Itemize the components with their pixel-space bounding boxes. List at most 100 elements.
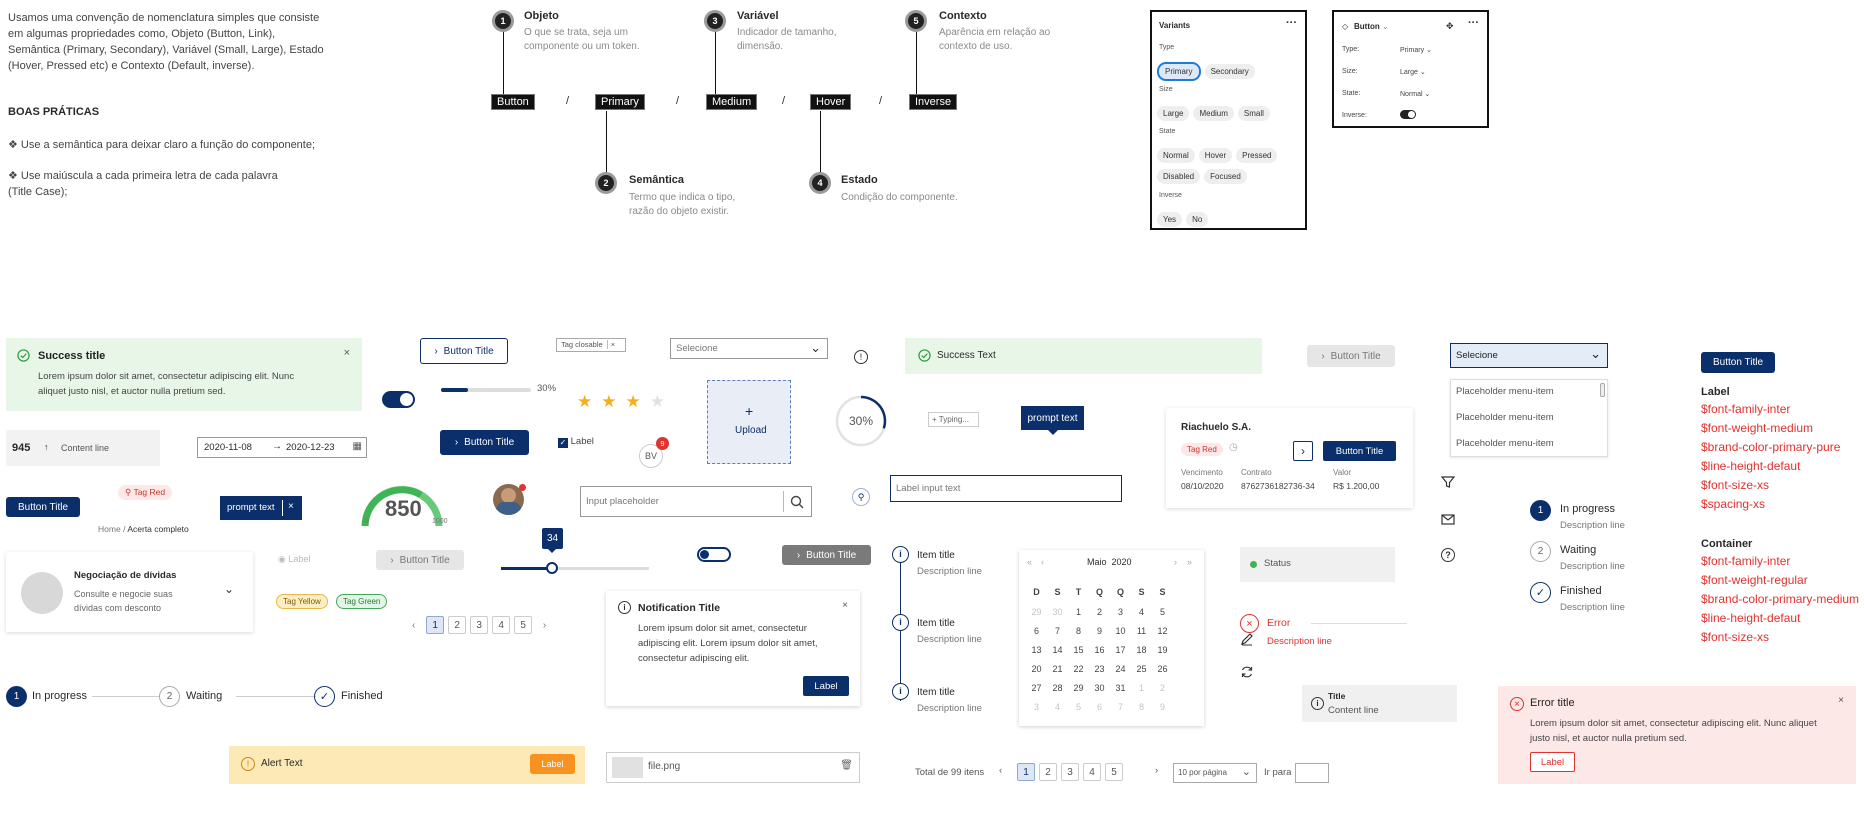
page-button[interactable]: 5 [1105,763,1123,781]
dropdown-select[interactable]: Selecione ⌄ [1450,343,1608,368]
calendar-day[interactable]: 24 [1115,664,1126,674]
calendar-day[interactable]: 4 [1054,702,1060,712]
option-normal[interactable]: Normal [1157,148,1195,163]
calendar-day[interactable]: 20 [1031,664,1042,674]
calendar-day[interactable]: 28 [1052,683,1063,693]
option-medium[interactable]: Medium [1193,106,1234,121]
star-icon[interactable]: ★ [649,392,674,411]
calendar-day[interactable]: 4 [1138,607,1144,617]
calendar-day[interactable]: 12 [1157,626,1168,636]
mail-icon[interactable] [1441,512,1455,526]
primary-button[interactable]: Button Title [1701,352,1775,373]
error-alert-action[interactable]: Label [1530,752,1575,772]
calendar-day[interactable]: 16 [1094,645,1105,655]
calendar-day[interactable]: 6 [1096,702,1102,712]
calendar-day[interactable]: 27 [1031,683,1042,693]
page-button[interactable]: 5 [514,616,533,634]
refresh-icon[interactable] [1240,665,1254,679]
option-small[interactable]: Small [1237,106,1270,121]
page-button[interactable]: 1 [426,616,445,634]
calendar-day[interactable]: 26 [1157,664,1168,674]
option-focused[interactable]: Focused [1204,169,1247,184]
chevron-left-icon[interactable]: ‹ [999,765,1003,776]
close-icon[interactable]: × [842,600,848,611]
page-button[interactable]: 3 [470,616,489,634]
calendar-day[interactable]: 8 [1075,626,1081,636]
chevron-down-icon[interactable]: ⌄ [1382,22,1389,31]
chevron-right-icon[interactable]: › [1174,557,1177,567]
calendar-day[interactable]: 15 [1073,645,1084,655]
calendar-day[interactable]: 9 [1096,626,1102,636]
option-no[interactable]: No [1186,212,1209,227]
calendar-day[interactable]: 25 [1136,664,1147,674]
chevron-down-icon[interactable]: ⌄ [224,582,235,596]
primary-button[interactable]: Button Title [6,497,80,517]
option-yes[interactable]: Yes [1157,212,1183,227]
avatar-photo[interactable] [493,484,524,515]
goto-input[interactable] [1295,763,1329,783]
page-button[interactable]: 2 [1039,763,1057,781]
calendar-day[interactable]: 10 [1115,626,1126,636]
calendar-day[interactable]: 11 [1136,626,1147,636]
calendar-day[interactable]: 9 [1159,702,1165,712]
page-button[interactable]: 2 [448,616,467,634]
avatar-initials[interactable]: BV [639,444,663,468]
calendar-day[interactable]: 8 [1138,702,1144,712]
close-icon[interactable]: × [288,501,294,512]
alert-icon[interactable]: ! [854,350,868,364]
page-button[interactable]: 3 [1061,763,1079,781]
double-chevron-right-icon[interactable]: » [1187,557,1193,567]
calendar-day[interactable]: 7 [1054,626,1060,636]
calendar-day[interactable]: 3 [1033,702,1039,712]
outline-button[interactable]: ›Button Title [420,338,508,364]
calendar-day[interactable]: 3 [1117,607,1123,617]
debt-card[interactable]: Negociação de dívidas Consulte e negocie… [6,552,253,632]
upload-area[interactable]: + Upload [707,380,791,464]
calendar-day[interactable]: 29 [1073,683,1084,693]
option-pressed[interactable]: Pressed [1236,148,1278,163]
calendar-day[interactable]: 6 [1033,626,1039,636]
calendar-day[interactable]: 30 [1094,683,1105,693]
primary-button[interactable]: Button Title [1323,441,1396,461]
notification-action[interactable]: Label [803,676,849,696]
help-icon[interactable]: ? [1441,548,1455,562]
page-button[interactable]: 4 [492,616,511,634]
inverse-button[interactable]: ›Button Title [782,545,871,565]
date-range-input[interactable]: 2020-11-08 → 2020-12-23 ▦ [197,437,367,458]
disabled-button[interactable]: ›Button Title [376,550,464,570]
breadcrumb-home[interactable]: Home [98,524,121,534]
calendar-day[interactable]: 14 [1052,645,1063,655]
calendar-day[interactable]: 5 [1159,607,1165,617]
menu-item[interactable]: Placeholder menu-item [1456,412,1554,423]
slider-thumb[interactable] [546,562,558,574]
page-button[interactable]: 1 [1017,763,1035,781]
chevron-right-icon[interactable]: › [1155,765,1159,776]
alert-action-button[interactable]: Label [530,754,575,774]
search-input[interactable]: Input placeholder [580,486,812,517]
more-icon[interactable]: ··· [1286,17,1297,29]
calendar-day[interactable]: 17 [1115,645,1126,655]
chevron-right-icon[interactable]: › [542,619,547,631]
star-icon[interactable]: ★ [625,392,650,411]
calendar-day[interactable]: 19 [1157,645,1168,655]
option-secondary[interactable]: Secondary [1204,64,1255,79]
more-icon[interactable]: ··· [1468,17,1479,29]
close-icon[interactable]: × [343,347,350,359]
double-chevron-left-icon[interactable]: « [1027,557,1033,567]
calendar-day[interactable]: 1 [1138,683,1144,693]
calendar-day[interactable]: 31 [1115,683,1126,693]
search-icon[interactable] [790,495,804,509]
user-icon[interactable]: ⚲ [852,488,870,506]
toggle-off[interactable] [697,547,731,562]
instance-icon[interactable]: ✥ [1446,21,1454,31]
calendar-day[interactable]: 1 [1075,607,1081,617]
chevron-left-icon[interactable]: ‹ [412,619,416,631]
star-icon[interactable]: ★ [577,392,602,411]
toggle-on[interactable] [382,391,415,408]
close-icon[interactable]: × [606,340,616,349]
size-select[interactable]: Large ⌄ [1400,69,1426,76]
slider-track[interactable] [501,567,649,570]
option-primary[interactable]: Primary [1157,62,1201,81]
calendar-day[interactable]: 7 [1117,702,1123,712]
calendar-day[interactable]: 13 [1031,645,1042,655]
